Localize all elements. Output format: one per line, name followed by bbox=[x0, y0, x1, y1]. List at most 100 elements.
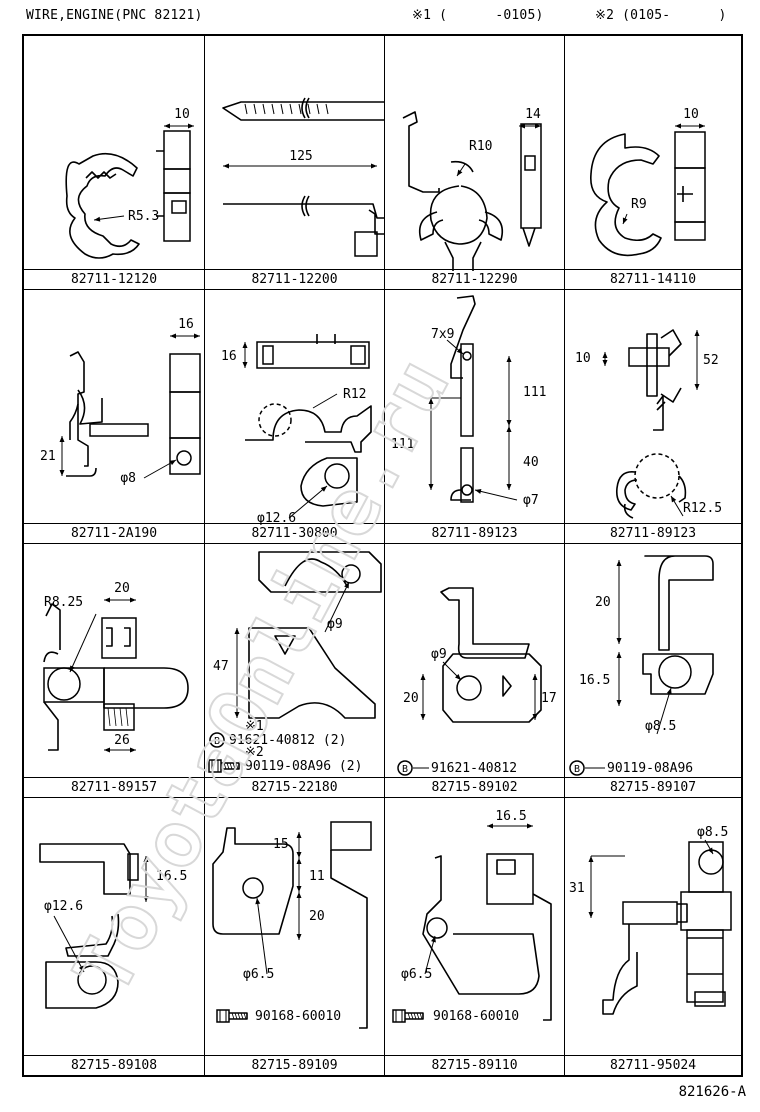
arrowhead bbox=[457, 169, 463, 176]
hole bbox=[324, 463, 350, 489]
tie-serration bbox=[280, 103, 284, 115]
part-outline bbox=[450, 160, 474, 173]
dimension-label: 20 bbox=[403, 691, 419, 706]
arrowhead bbox=[255, 898, 261, 905]
part-number[interactable]: 82711-89157 bbox=[24, 777, 204, 797]
arrowhead bbox=[320, 486, 327, 492]
dimension-label: 20 bbox=[595, 595, 611, 610]
tie-serration bbox=[125, 707, 129, 727]
arrowhead bbox=[104, 597, 110, 603]
leader-line bbox=[324, 581, 350, 633]
dimension-label: 90119-08A96 (2) bbox=[245, 759, 362, 774]
part-outline bbox=[45, 961, 119, 1009]
leader-line bbox=[656, 687, 672, 735]
arrowhead bbox=[454, 673, 461, 680]
part-number[interactable]: 82711-12290 bbox=[385, 269, 564, 289]
part-number[interactable]: 82715-89107 bbox=[565, 777, 741, 797]
dimension-label: 14 bbox=[525, 107, 541, 122]
bolt-thread bbox=[413, 1012, 417, 1020]
part-outline bbox=[422, 855, 540, 995]
part-number[interactable]: 82715-89102 bbox=[385, 777, 564, 797]
part-outline bbox=[440, 587, 530, 659]
arrowhead bbox=[170, 333, 176, 339]
part-number[interactable]: 82711-2A190 bbox=[24, 523, 204, 543]
hole bbox=[426, 917, 448, 939]
part-outline bbox=[248, 627, 376, 719]
arrowhead bbox=[234, 712, 240, 718]
tie-serration bbox=[289, 103, 293, 115]
part-outline bbox=[85, 171, 117, 179]
part-number[interactable]: 82711-30800 bbox=[205, 523, 384, 543]
arrowhead bbox=[428, 484, 434, 490]
dimension-label: φ6.5 bbox=[401, 967, 432, 982]
clip-body bbox=[686, 929, 724, 1003]
arrowhead bbox=[675, 123, 681, 129]
hole bbox=[461, 484, 473, 496]
arrowhead bbox=[475, 488, 482, 494]
bolt-thread bbox=[243, 1012, 247, 1020]
arrowhead bbox=[588, 912, 594, 918]
leader-line bbox=[424, 935, 436, 975]
arrowhead bbox=[130, 747, 136, 753]
arrowhead bbox=[296, 858, 302, 864]
part-outline bbox=[103, 667, 189, 709]
part-drawing: R5.310 bbox=[65, 107, 194, 259]
part-number[interactable]: 82711-14110 bbox=[565, 269, 741, 289]
part-number[interactable]: 82711-89123 bbox=[385, 523, 564, 543]
part-number[interactable]: 82711-12200 bbox=[205, 269, 384, 289]
part-number[interactable]: 82715-89109 bbox=[205, 1055, 384, 1075]
clip-plate bbox=[622, 901, 678, 925]
arrowhead bbox=[431, 936, 436, 943]
dimension-label: φ9 bbox=[327, 617, 343, 632]
part-number[interactable]: 82715-22180 bbox=[205, 777, 384, 797]
arrowhead bbox=[194, 333, 200, 339]
callout-b-circle bbox=[397, 760, 413, 776]
arrowhead bbox=[242, 342, 248, 348]
part-outline bbox=[69, 403, 79, 440]
part-outline bbox=[66, 467, 97, 477]
bolt-thread bbox=[407, 1012, 411, 1020]
leader-line bbox=[474, 489, 518, 501]
part-number[interactable]: 82711-12120 bbox=[24, 269, 204, 289]
arrowhead bbox=[622, 217, 628, 224]
part-number[interactable]: 82711-89123 bbox=[565, 523, 741, 543]
part-number[interactable]: 82711-95024 bbox=[565, 1055, 741, 1075]
dimension-label: 47 bbox=[213, 659, 229, 674]
arrowhead bbox=[616, 638, 622, 644]
tie-serration bbox=[316, 103, 320, 115]
part-outline bbox=[623, 503, 634, 519]
part-body bbox=[674, 167, 706, 223]
arrowhead bbox=[70, 665, 75, 672]
dimension-label: φ8.5 bbox=[645, 719, 676, 734]
dimension-label: 91621-40812 (2) bbox=[229, 733, 346, 748]
arrowhead bbox=[532, 674, 538, 680]
tie-serration bbox=[325, 103, 329, 115]
bolt-head bbox=[392, 1009, 406, 1023]
dimension-label: 52 bbox=[703, 353, 719, 368]
part-number[interactable]: 82715-89108 bbox=[24, 1055, 204, 1075]
part-outline bbox=[644, 555, 714, 651]
dimension-label: 26 bbox=[114, 733, 130, 748]
part-body bbox=[674, 221, 706, 241]
dimension-label: 90168-60010 bbox=[255, 1009, 341, 1024]
dimension-label: φ8.5 bbox=[697, 825, 728, 840]
part-body bbox=[169, 437, 201, 475]
bolt-thread bbox=[223, 762, 227, 770]
part-number[interactable]: 82715-89110 bbox=[385, 1055, 564, 1075]
clamp-bore bbox=[258, 403, 292, 437]
clip-foot bbox=[694, 991, 726, 1007]
diagram-title: WIRE,ENGINE(PNC 82121) bbox=[26, 8, 203, 23]
arrowhead bbox=[616, 560, 622, 566]
dimension-label: 40 bbox=[523, 455, 539, 470]
part-outline bbox=[450, 295, 476, 379]
